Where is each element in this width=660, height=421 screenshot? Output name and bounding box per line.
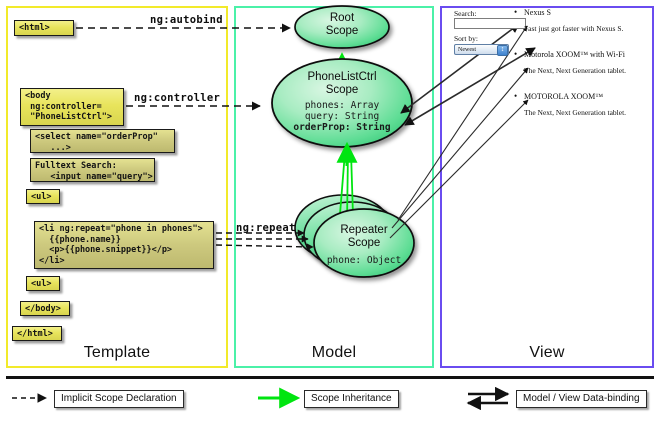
panel-template-label: Template <box>83 344 151 361</box>
phone-name: Nexus S <box>524 8 623 17</box>
code-select-tag: <select name="orderProp" ...> <box>30 129 175 153</box>
edge-label-controller: ng:controller <box>134 92 221 104</box>
code-body-close-tag: </body> <box>20 301 70 316</box>
sort-select[interactable]: Newest <box>454 44 509 56</box>
sort-label: Sort by: <box>454 34 478 43</box>
code-body-tag: <body ng:controller= "PhoneListCtrl"> <box>20 88 124 126</box>
code-html-open-tag: <html> <box>14 20 74 36</box>
panel-view-label: View <box>529 344 565 361</box>
phone-snippet: Fast just got faster with Nexus S. <box>524 24 624 33</box>
phone-list-item: Nexus S Fast just got faster with Nexus … <box>524 8 623 33</box>
edge-label-repeat: ng:repeat <box>236 222 296 234</box>
code-ul-close-tag: <ul> <box>26 276 60 291</box>
legend-label-scope-inheritance: Scope Inheritance <box>304 390 399 408</box>
phone-name: MOTOROLA XOOM™ <box>524 92 626 101</box>
phone-list-item: Motorola XOOM™ with Wi-Fi The Next, Next… <box>524 50 626 75</box>
search-input[interactable] <box>454 18 526 29</box>
phone-name: Motorola XOOM™ with Wi-Fi <box>524 50 626 59</box>
panel-model: Model <box>234 6 434 368</box>
chevron-updown-icon <box>497 44 508 56</box>
panel-model-label: Model <box>311 344 357 361</box>
phone-snippet: The Next, Next Generation tablet. <box>524 108 627 117</box>
phone-snippet: The Next, Next Generation tablet. <box>524 66 627 75</box>
sort-select-value: Newest <box>458 47 476 53</box>
code-li-repeat-tag: <li ng:repeat="phone in phones"> {{phone… <box>34 221 214 269</box>
phone-list-item: MOTOROLA XOOM™ The Next, Next Generation… <box>524 92 626 117</box>
legend-divider <box>6 376 654 379</box>
legend-label-implicit-scope-declaration: Implicit Scope Declaration <box>54 390 184 408</box>
edge-label-autobind: ng:autobind <box>150 14 223 26</box>
code-html-close-tag: </html> <box>12 326 62 341</box>
search-label: Search: <box>454 9 477 18</box>
code-ul-open-tag: <ul> <box>26 189 60 204</box>
code-fulltext-search: Fulltext Search: <input name="query"> <box>30 158 155 182</box>
legend-label-model-view-databinding: Model / View Data-binding <box>516 390 647 408</box>
